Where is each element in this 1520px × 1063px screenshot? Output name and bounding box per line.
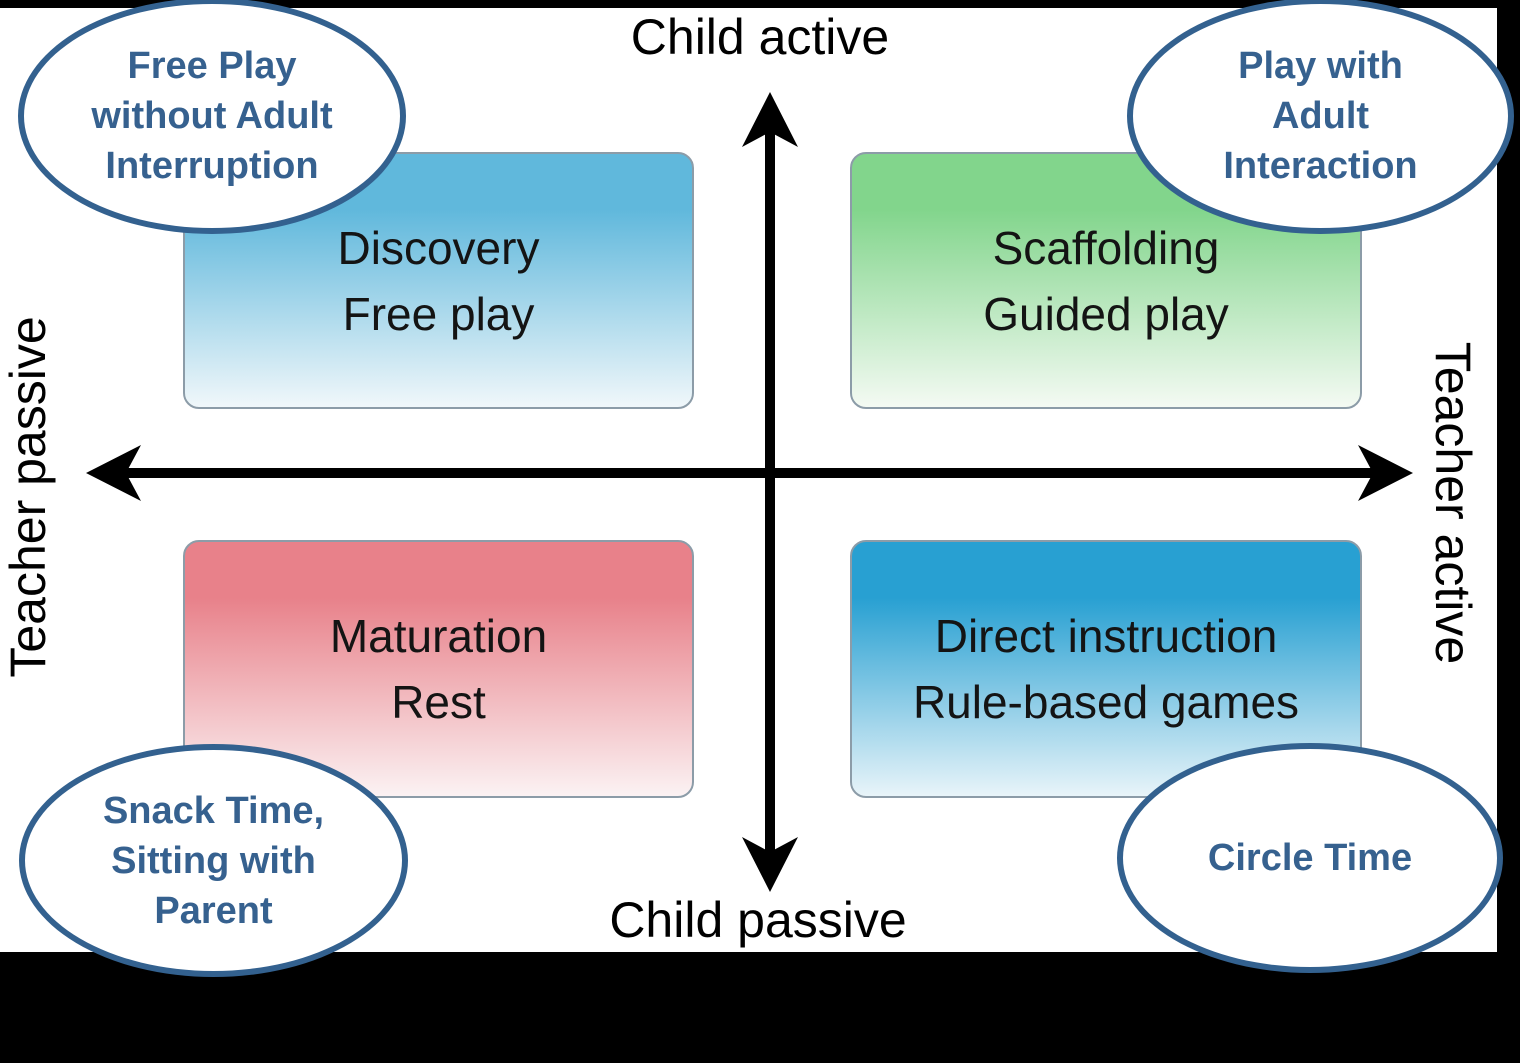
callout-text-line: Snack Time, [102, 789, 325, 832]
callout-snack-time-sitting-with-parent: Snack Time, Sitting with Parent [19, 744, 408, 977]
quadrant-title-line: Scaffolding [992, 221, 1220, 274]
quadrant-title-line: Rule-based games [912, 676, 1300, 728]
quadrant-title-line: Discovery [337, 221, 540, 274]
quadrant-title-line: Guided play [983, 287, 1229, 340]
callout-free-play-without-adult-interruption: Free Play without Adult Interruption [18, 0, 406, 234]
callout-text-line: Interaction [1223, 145, 1418, 187]
axis-label-child-passive: Child passive [609, 892, 907, 948]
callout-text-line: without Adult [91, 95, 333, 137]
axis-label-teacher-passive: Teacher passive [0, 316, 56, 678]
callout-text-line: Free Play [127, 45, 297, 87]
callout-text-line: Interruption [105, 145, 319, 187]
quadrant-title-line: Maturation [329, 610, 548, 662]
callout-circle-time: Circle Time [1117, 743, 1503, 973]
callout-text-line: Parent [154, 889, 273, 932]
right-arrowhead-icon [1358, 445, 1413, 501]
quadrant-title-line: Direct instruction [934, 610, 1278, 662]
quadrant-title-line: Rest [391, 676, 486, 728]
callout-text-line: Play with [1238, 45, 1403, 87]
callout-play-with-adult-interaction: Play with Adult Interaction [1127, 0, 1514, 234]
callout-text-line: Circle Time [1207, 837, 1413, 879]
quadrant-title-line: Free play [342, 287, 535, 340]
axis-label-teacher-active: Teacher active [1425, 341, 1481, 665]
down-arrowhead-icon [742, 837, 798, 892]
callout-text-line: Adult [1271, 95, 1370, 137]
up-arrowhead-icon [742, 92, 798, 147]
axis-label-child-active: Child active [630, 9, 890, 65]
callout-text-line: Sitting with [111, 839, 316, 882]
left-arrowhead-icon [86, 445, 141, 501]
